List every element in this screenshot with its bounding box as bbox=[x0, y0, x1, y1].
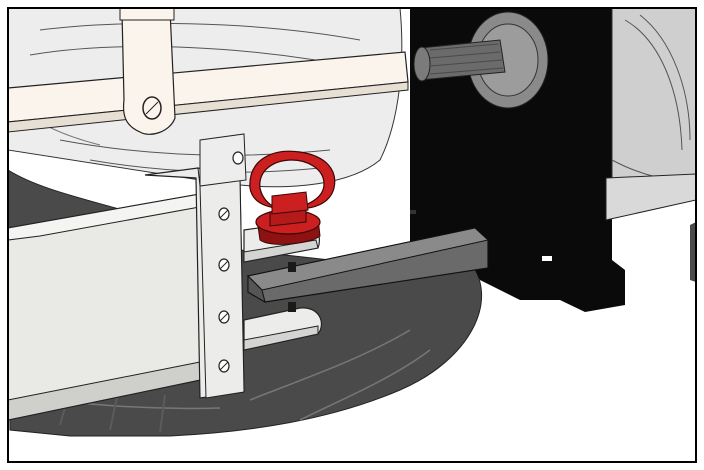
plate-slot bbox=[542, 256, 552, 261]
figure-frame bbox=[7, 7, 697, 463]
hitch-side-plate bbox=[144, 167, 245, 399]
bracket-bolt-icon bbox=[232, 151, 244, 165]
upper-small-bracket bbox=[199, 133, 247, 187]
red-hitch-pin-icon bbox=[249, 150, 336, 245]
gray-pin-bar bbox=[246, 227, 490, 304]
receiver-tube bbox=[7, 193, 239, 421]
right-wheel bbox=[605, 7, 697, 282]
